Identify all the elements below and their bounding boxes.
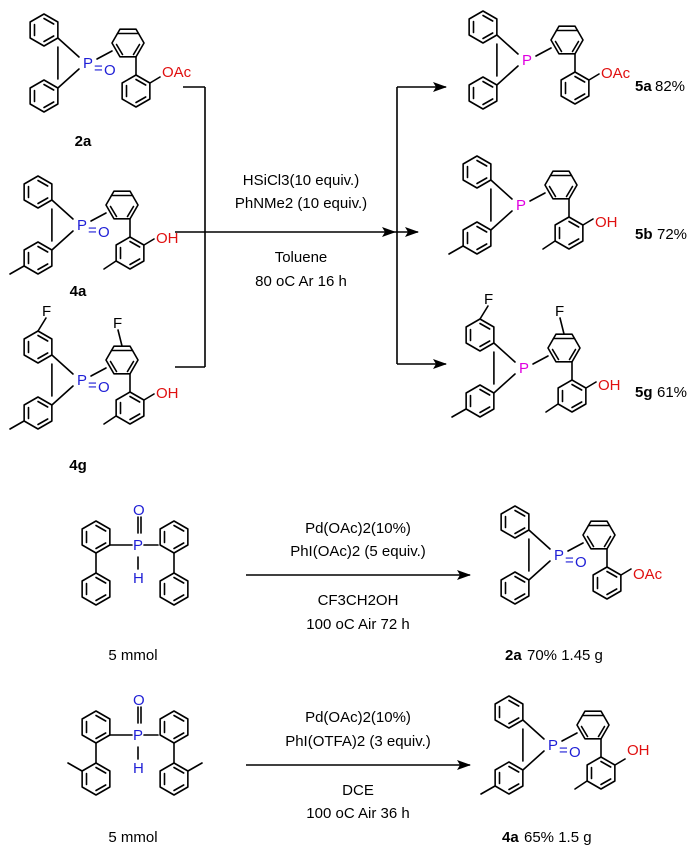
label-5g: 5g: [635, 384, 653, 401]
compound-2a-product: P = O OAc: [501, 506, 663, 604]
product-yield-scheme2: 70% 1.45 g: [527, 647, 603, 664]
reactant-amount-scheme3: 5 mmol: [108, 829, 157, 846]
oxygen-atom: O: [98, 224, 110, 241]
condition-solvent: CF3CH2OH: [318, 592, 399, 609]
phosphorus-atom: P: [77, 372, 87, 389]
label-5a: 5a: [635, 78, 652, 95]
oxygen-atom: O: [575, 554, 587, 571]
product-yield-scheme3: 65% 1.5 g: [524, 829, 592, 846]
condition-temp-time: 100 oC Air 72 h: [306, 616, 409, 633]
yield-5b: 72%: [657, 226, 687, 243]
oxygen-atom: O: [133, 692, 145, 709]
label-4g: 4g: [69, 457, 87, 474]
diarylphosphine-oxide-reactant: P O H: [81, 502, 189, 606]
bis-tolylphenyl-phosphine-oxide-reactant: P O H: [67, 692, 203, 796]
condition-catalyst: Pd(OAc)2(10%): [305, 520, 411, 537]
acetoxy-group: OAc: [162, 64, 192, 81]
condition-temp-time: 80 oC Ar 16 h: [255, 273, 347, 290]
fluorine-atom: F: [113, 315, 122, 332]
oxygen-atom: O: [104, 62, 116, 79]
yield-5a: 82%: [655, 78, 685, 95]
hydroxyl-group: OH: [598, 377, 621, 394]
compound-4a-product: P = O OH: [480, 696, 650, 795]
bracket-and-arrows: [175, 82, 447, 369]
hydroxyl-group: OH: [156, 385, 179, 402]
hydroxyl-group: OH: [156, 230, 179, 247]
product-label-scheme2: 2a: [505, 647, 522, 664]
oxo-equals: =: [88, 377, 97, 394]
compound-5b-product: P OH: [448, 156, 618, 255]
acetoxy-group: OAc: [601, 65, 631, 82]
label-4a: 4a: [70, 283, 87, 300]
hydrogen-atom: H: [133, 760, 144, 777]
condition-oxidant: PhI(OTFA)2 (3 equiv.): [285, 733, 431, 750]
oxo-equals: =: [559, 742, 568, 759]
fluorine-atom: F: [42, 303, 51, 320]
yield-5g: 61%: [657, 384, 687, 401]
phosphorus-atom: P: [83, 55, 93, 72]
phosphorus-atom: P: [519, 360, 529, 377]
condition-solvent: DCE: [342, 782, 374, 799]
compound-4g-reactant: F F P = O OH: [9, 303, 179, 430]
condition-reagent-1: HSiCl3(10 equiv.): [243, 172, 359, 189]
compound-5a-product: P OAc: [469, 11, 631, 109]
phosphorus-atom: P: [522, 52, 532, 69]
condition-solvent: Toluene: [275, 249, 328, 266]
phosphorus-atom: P: [133, 727, 143, 744]
condition-reagent-2: PhNMe2 (10 equiv.): [235, 195, 367, 212]
hydroxyl-group: OH: [595, 214, 618, 231]
product-label-scheme3: 4a: [502, 829, 519, 846]
hydroxyl-group: OH: [627, 742, 650, 759]
phosphorus-atom: P: [548, 737, 558, 754]
fluorine-atom: F: [555, 303, 564, 320]
condition-temp-time: 100 oC Air 36 h: [306, 805, 409, 822]
fluorine-atom: F: [484, 291, 493, 308]
phosphorus-atom: P: [133, 537, 143, 554]
oxo-equals: =: [88, 222, 97, 239]
reactant-amount-scheme2: 5 mmol: [108, 647, 157, 664]
compound-5g-product: F F P OH: [451, 291, 621, 418]
phosphorus-atom: P: [77, 217, 87, 234]
oxygen-atom: O: [98, 379, 110, 396]
phosphorus-atom: P: [516, 197, 526, 214]
oxo-equals: =: [565, 552, 574, 569]
compound-2a-reactant: P = O OAc: [30, 14, 192, 112]
hydrogen-atom: H: [133, 570, 144, 587]
oxygen-atom: O: [569, 744, 581, 761]
label-5b: 5b: [635, 226, 653, 243]
oxo-equals: =: [94, 60, 103, 77]
acetoxy-group: OAc: [633, 566, 663, 583]
compound-4a-reactant: P = O OH: [9, 176, 179, 275]
label-2a: 2a: [75, 133, 92, 150]
oxygen-atom: O: [133, 502, 145, 519]
condition-oxidant: PhI(OAc)2 (5 equiv.): [290, 543, 426, 560]
phosphorus-atom: P: [554, 547, 564, 564]
condition-catalyst: Pd(OAc)2(10%): [305, 709, 411, 726]
